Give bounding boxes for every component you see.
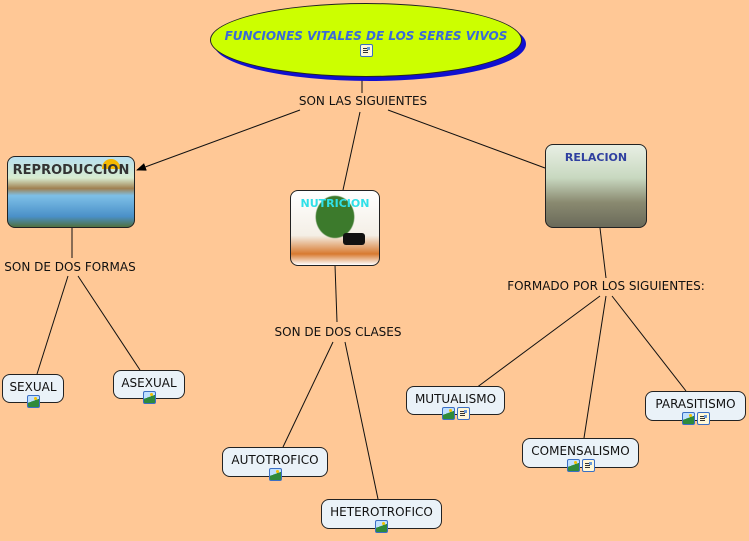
- link-to-relacion: [387, 109, 546, 169]
- node-label: SEXUAL: [9, 380, 57, 394]
- image-icon[interactable]: [566, 459, 580, 472]
- node-label-relacion: RELACION: [564, 151, 628, 164]
- link-to-reproduccion: [136, 109, 301, 171]
- node-autotrofico[interactable]: AUTOTROFICO: [222, 447, 328, 481]
- link-to-nutricion: [342, 111, 361, 191]
- node-label: PARASITISMO: [655, 397, 736, 411]
- linking-phrase-reproduccion: SON DE DOS FORMAS: [2, 260, 138, 274]
- title-text: FUNCIONES VITALES DE LOS SERES VIVOS: [224, 29, 508, 43]
- image-icon[interactable]: [142, 391, 156, 404]
- node-label: AUTOTROFICO: [231, 453, 319, 467]
- node-mutualismo[interactable]: MUTUALISMO: [406, 386, 505, 420]
- linking-phrase-relacion: FORMADO POR LOS SIGUIENTES:: [505, 279, 707, 293]
- sun-icon: [102, 159, 120, 169]
- image-icon[interactable]: [375, 520, 388, 533]
- node-label: HETEROTROFICO: [330, 505, 433, 519]
- node-label: COMENSALISMO: [531, 444, 630, 458]
- image-node-relacion[interactable]: RELACION: [545, 144, 647, 228]
- title-node[interactable]: FUNCIONES VITALES DE LOS SERES VIVOS: [210, 3, 522, 77]
- linking-phrase-main: SON LAS SIGUIENTES: [296, 94, 430, 108]
- image-icon[interactable]: [268, 468, 282, 481]
- document-icon[interactable]: [359, 44, 373, 57]
- node-comensalismo[interactable]: COMENSALISMO: [522, 438, 639, 472]
- node-label-nutricion: NUTRICION: [300, 197, 370, 210]
- node-label: MUTUALISMO: [414, 392, 497, 406]
- node-label: ASEXUAL: [121, 376, 177, 390]
- node-parasitismo[interactable]: PARASITISMO: [645, 391, 746, 425]
- image-node-reproduccion[interactable]: REPRODUCCION: [7, 156, 135, 228]
- image-icon[interactable]: [441, 407, 455, 420]
- image-node-nutricion[interactable]: NUTRICION: [290, 190, 380, 266]
- linking-phrase-nutricion: SON DE DOS CLASES: [272, 325, 404, 339]
- node-label-reproduccion: REPRODUCCION: [12, 163, 130, 178]
- document-icon[interactable]: [456, 407, 470, 420]
- node-heterotrofico[interactable]: HETEROTROFICO: [321, 499, 442, 533]
- node-asexual[interactable]: ASEXUAL: [113, 370, 185, 404]
- animal-icon: [343, 233, 365, 245]
- document-icon[interactable]: [581, 459, 595, 472]
- document-icon[interactable]: [696, 412, 710, 425]
- image-icon[interactable]: [26, 395, 40, 408]
- image-icon[interactable]: [681, 412, 695, 425]
- node-sexual[interactable]: SEXUAL: [2, 374, 64, 408]
